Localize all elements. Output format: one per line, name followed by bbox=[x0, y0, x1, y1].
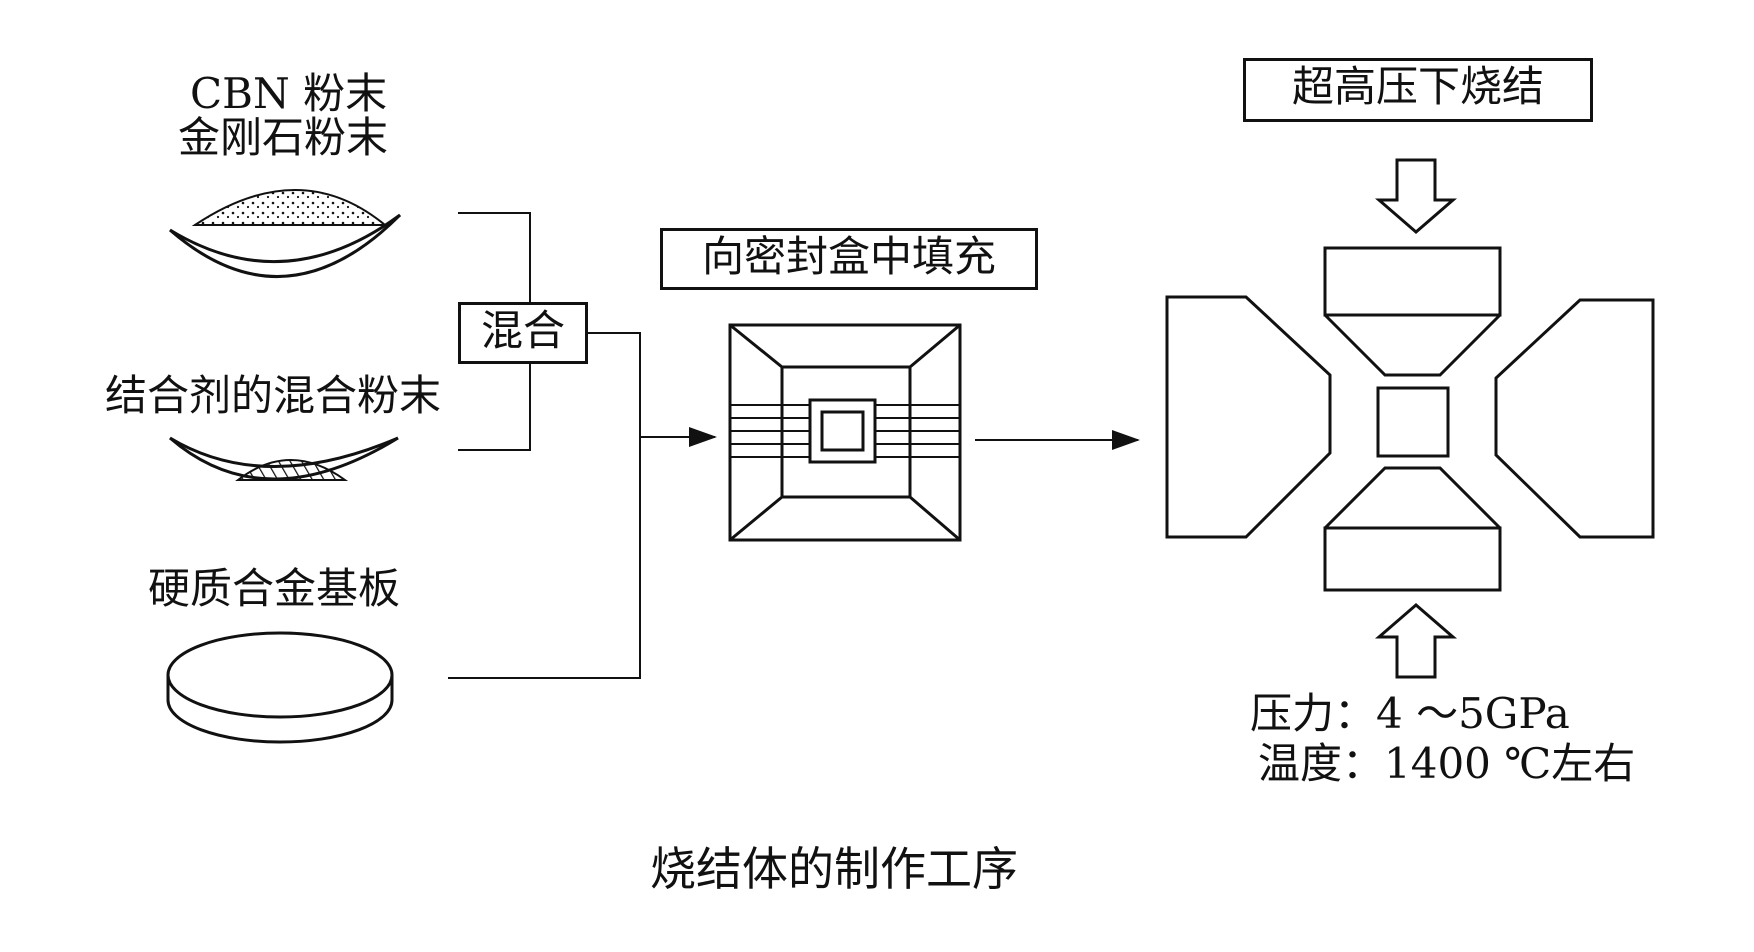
substrate-disc-icon bbox=[166, 631, 394, 744]
sealed-capsule-icon bbox=[728, 323, 962, 542]
mix-box: 混合 bbox=[458, 302, 588, 364]
substrate-label: 硬质合金基板 bbox=[148, 564, 401, 613]
figure-caption: 烧结体的制作工序 bbox=[650, 842, 1018, 896]
powder-label-diamond: 金刚石粉末 bbox=[178, 113, 389, 162]
powder-dish-icon bbox=[169, 189, 402, 279]
temperature-label: 温度：1400 ℃左右 bbox=[1258, 739, 1636, 788]
powder-label-cbn: CBN 粉末 bbox=[190, 69, 388, 118]
anvil-press-icon bbox=[1165, 158, 1655, 679]
sinter-box: 超高压下烧结 bbox=[1243, 58, 1593, 122]
fill-capsule-box: 向密封盒中填充 bbox=[660, 228, 1038, 290]
binder-label: 结合剂的混合粉末 bbox=[105, 371, 442, 420]
pressure-label: 压力：4 ～5GPa bbox=[1250, 689, 1570, 738]
binder-dish-icon bbox=[169, 436, 399, 481]
